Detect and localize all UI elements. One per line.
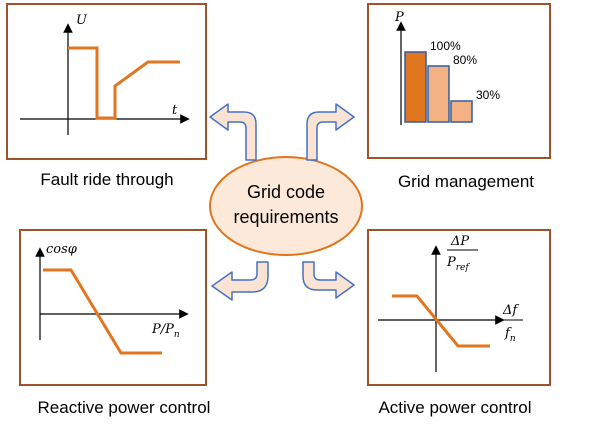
reactive-power-frame (19, 229, 207, 386)
grid-management-frame (367, 3, 551, 159)
caption-grid-management: Grid management (398, 172, 534, 191)
grid-management-bars: 100%80% 30% (404, 39, 500, 123)
active-power-curve (392, 294, 490, 348)
caption-active-power-control: Active power control (378, 398, 531, 417)
reactive-power-panel: cosφ P/Pn (19, 229, 207, 386)
arrow-to-reactive-power-icon (211, 261, 269, 301)
grid-management-bar-3 (450, 100, 473, 123)
center-ellipse (209, 156, 363, 256)
reactive-power-curve (43, 268, 162, 355)
reactive-power-y-label: cosφ (46, 242, 78, 257)
fault-ride-through-curve (68, 46, 180, 120)
caption-reactive-power-control: Reactive power control (38, 398, 211, 417)
reactive-power-x-label: P/Pn (151, 322, 180, 340)
active-power-y-label-denominator: Pref (446, 255, 470, 273)
arrow-to-active-power-icon (302, 261, 355, 299)
fault-ride-through-x-label: t (172, 103, 178, 118)
active-power-y-label-numerator: ΔP (450, 234, 469, 249)
grid-management-bar-label-2: 80% (453, 53, 477, 67)
center-label-line1: Grid code (247, 182, 325, 202)
fault-ride-through-frame (6, 3, 207, 160)
caption-fault-ride-through: Fault ride through (40, 170, 173, 189)
grid-management-bar-label-1: 100% (430, 39, 461, 53)
active-power-panel: ΔP Pref Δf fn (367, 229, 551, 386)
arrow-to-grid-management-icon (306, 103, 355, 161)
center-label-line2: requirements (233, 207, 338, 227)
active-power-frame (367, 229, 551, 386)
active-power-x-label-numerator: Δf (502, 303, 519, 318)
fault-ride-through-y-label: U (76, 13, 88, 28)
grid-management-bar-label-3: 30% (476, 88, 500, 102)
grid-management-panel: P 100%80% 30% (367, 3, 551, 159)
arrow-to-fault-ride-through-icon (209, 103, 257, 161)
grid-management-bar-1 (404, 51, 427, 123)
active-power-x-label-denominator: fn (504, 326, 516, 344)
grid-management-y-label: P (394, 10, 404, 25)
grid-management-bar-2 (427, 65, 450, 123)
fault-ride-through-panel: U t (6, 3, 207, 160)
center-node: Grid code requirements (209, 156, 363, 256)
